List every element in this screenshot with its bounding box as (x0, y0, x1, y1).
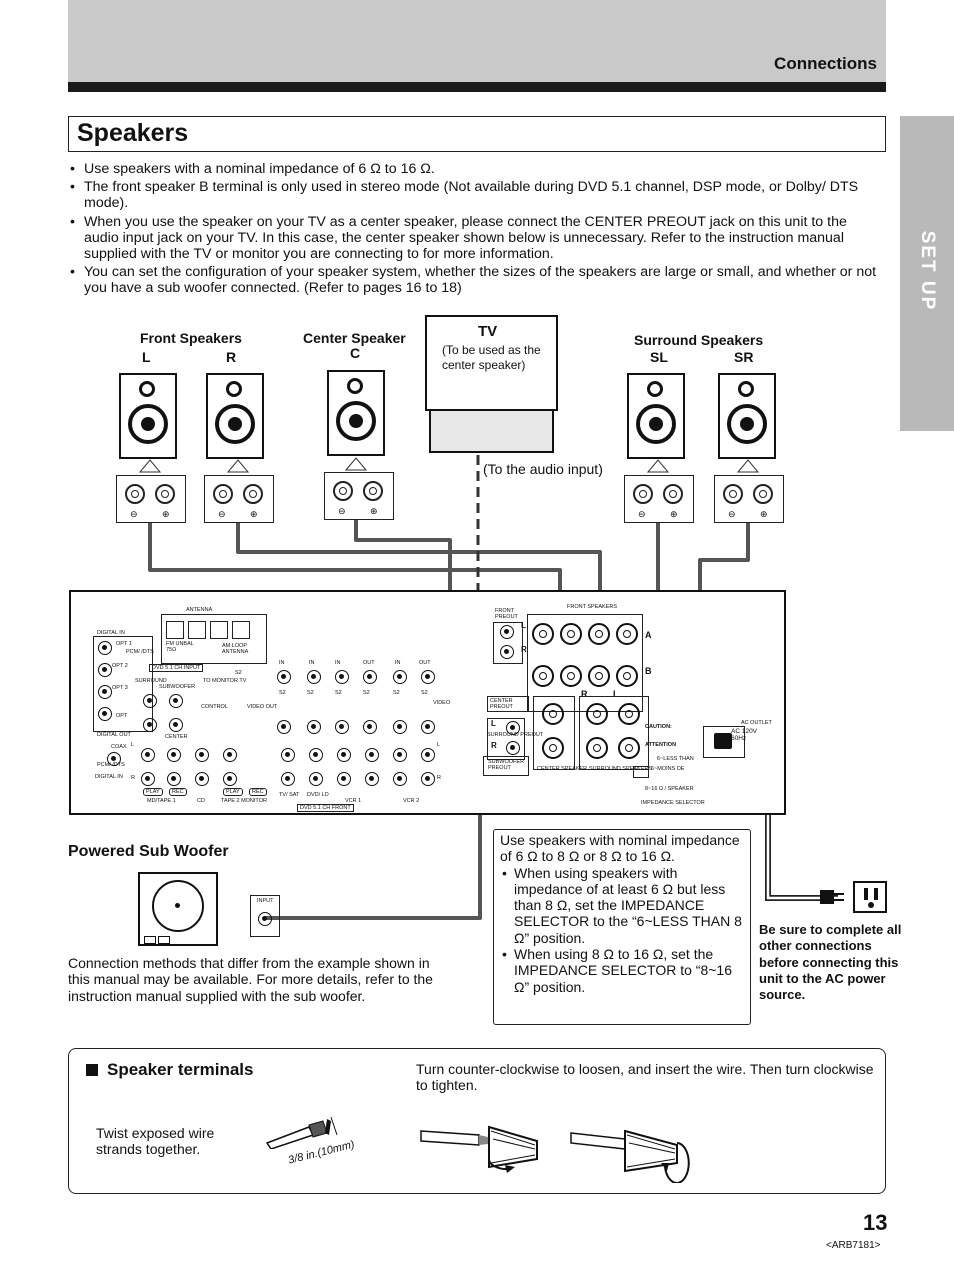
surround-left-speaker (627, 373, 685, 459)
callout-center (344, 457, 368, 471)
center-c-label: C (350, 345, 361, 361)
bullet-item: When you use the speaker on your TV as a… (68, 214, 883, 263)
front-speaker-terminals (527, 614, 643, 712)
impedance-intro: Use speakers with nominal impedance of 6… (500, 832, 740, 865)
center-speaker-terminals (533, 696, 575, 770)
section-title: Connections (774, 54, 877, 73)
front-left-speaker (119, 373, 177, 459)
title-box: Speakers (68, 116, 886, 152)
page-title: Speakers (77, 119, 189, 147)
subwoofer-input-jack (258, 912, 272, 926)
bullet-list: Use speakers with a nominal impedance of… (68, 161, 883, 299)
subwoofer-input-panel: INPUT (250, 895, 280, 937)
front-right-speaker (206, 373, 264, 459)
callout-front-r (226, 459, 250, 473)
wire-front-r (236, 522, 602, 612)
center-speaker (327, 370, 385, 456)
surround-sl-label: SL (650, 349, 668, 365)
front-speakers-label: Front Speakers (140, 330, 242, 346)
terminal-center: ⊖⊕ (324, 472, 394, 520)
audio-input-label: (To the audio input) (483, 461, 603, 477)
terminals-instruction: Turn counter-clockwise to loosen, and in… (416, 1061, 874, 1094)
callout-sl (646, 459, 670, 473)
terminal-surround-sl: ⊖⊕ (624, 475, 694, 523)
power-plug-icon (820, 881, 887, 913)
subwoofer-note: Connection methods that differ from the … (68, 955, 433, 1004)
wire-strip-illustration (265, 1116, 338, 1149)
square-bullet-icon (86, 1064, 98, 1076)
side-tab: SET UP (900, 116, 954, 431)
tv-note: (To be used as the center speaker) (442, 343, 541, 372)
tighten-illustration (570, 1129, 690, 1183)
tv-base (429, 411, 554, 453)
page-number: 13 (863, 1210, 888, 1235)
subwoofer-illustration (138, 872, 218, 946)
impedance-item: When using speakers with impedance of at… (500, 865, 744, 946)
ac-outlet (703, 726, 745, 758)
loosen-illustration (420, 1125, 538, 1173)
subwoofer-heading: Powered Sub Woofer (68, 843, 229, 860)
bullet-item: The front speaker B terminal is only use… (68, 179, 883, 211)
front-r-label: R (226, 349, 237, 365)
terminal-front-r: ⊖⊕ (204, 475, 274, 523)
bullet-item: You can set the configuration of your sp… (68, 264, 883, 296)
terminals-heading: Speaker terminals (107, 1060, 254, 1079)
callout-front-l (138, 459, 162, 473)
bullet-item: Use speakers with a nominal impedance of… (68, 161, 883, 177)
receiver-rear-panel: ANTENNA FM UNBAL 75Ω AM LOOP ANTENNA DIG… (69, 590, 786, 815)
tv-screen (425, 315, 558, 411)
power-note: Be sure to complete all other connection… (759, 922, 902, 1003)
speaker-terminals-box: Speaker terminals Turn counter-clockwise… (68, 1048, 886, 1194)
center-speaker-label: Center Speaker (303, 330, 406, 346)
document-code: <ARB7181> (826, 1240, 881, 1251)
header-rule (68, 82, 886, 92)
surround-sr-label: SR (734, 349, 754, 365)
header-bar (68, 0, 886, 82)
antenna-block: ANTENNA FM UNBAL 75Ω AM LOOP ANTENNA (161, 607, 267, 664)
terminal-front-l: ⊖⊕ (116, 475, 186, 523)
terminal-surround-sr: ⊖⊕ (714, 475, 784, 523)
callout-sr (736, 459, 760, 473)
impedance-switch[interactable] (633, 766, 649, 778)
surround-speakers-label: Surround Speakers (634, 332, 764, 348)
surround-right-speaker (718, 373, 776, 459)
tv-illustration: TV (To be used as the center speaker) (425, 315, 558, 453)
twist-instruction: Twist exposed wire strands together. (96, 1125, 215, 1158)
front-l-label: L (142, 349, 151, 365)
impedance-item: When using 8 Ω to 16 Ω, set the IMPEDANC… (500, 946, 744, 995)
impedance-note: Use speakers with nominal impedance of 6… (493, 829, 751, 1025)
surround-speaker-terminals (579, 696, 649, 770)
tv-label: TV (478, 323, 498, 340)
digital-in-block: OPT 1 PCM/ /DTS OPT 2 OPT 3 OPT (93, 636, 154, 732)
